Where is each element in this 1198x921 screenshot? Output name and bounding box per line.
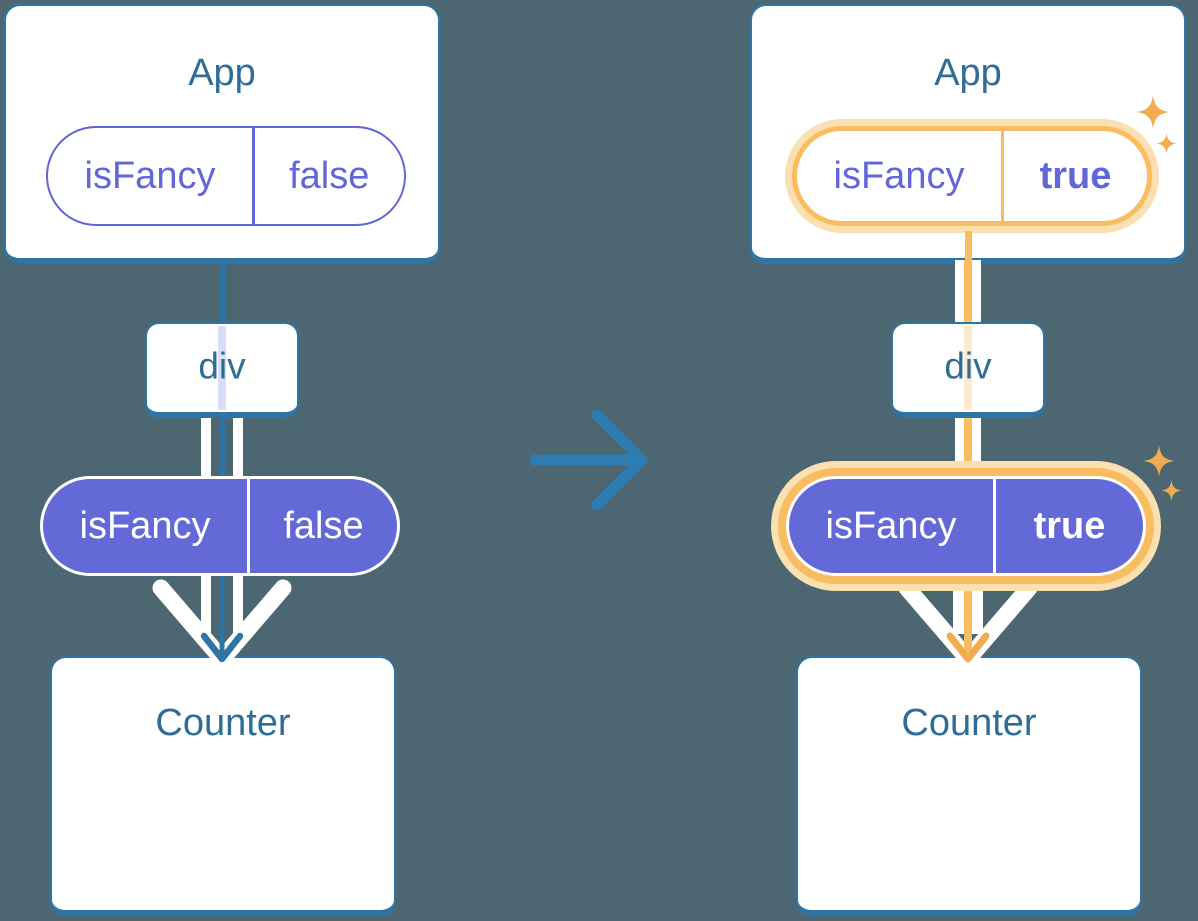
passed-prop-value: false xyxy=(283,504,364,547)
app-component-card: App isFancy false xyxy=(4,4,440,264)
prop-flow-arrow xyxy=(152,574,292,663)
app-to-div-thread xyxy=(955,260,981,324)
thread-center-line xyxy=(964,260,972,324)
sparkle-icon xyxy=(1143,445,1175,477)
thread-white-bar xyxy=(233,417,243,483)
counter-component-card: Counter count 3 xyxy=(50,656,396,916)
prop-thread-stripe xyxy=(218,326,226,410)
counter-title: Counter xyxy=(901,702,1037,744)
div-element-card: div xyxy=(891,322,1045,418)
counter-title: Counter xyxy=(155,702,291,744)
sparkle-icon xyxy=(1136,95,1170,129)
div-label: div xyxy=(944,345,992,387)
div-to-pill-thread xyxy=(0,417,452,483)
div-to-pill-thread xyxy=(955,417,981,483)
prop-thread-in-card xyxy=(964,231,972,263)
pill-divider xyxy=(1001,131,1004,221)
counter-component-card: Counter count 3 xyxy=(796,656,1142,916)
prop-name: isFancy xyxy=(84,154,216,197)
thread-center-line xyxy=(964,417,972,483)
app-title: App xyxy=(188,52,256,94)
prop-value: false xyxy=(289,154,370,197)
sparkle-icon xyxy=(1161,480,1182,501)
tree-after: App isFancy true div isFancy true xyxy=(746,0,1198,921)
passed-prop-name: isFancy xyxy=(825,504,957,547)
arrowhead-icon xyxy=(946,632,990,663)
div-element-card: div xyxy=(145,322,299,418)
thread-center-line xyxy=(219,417,225,483)
prop-pill-isfancy: isFancy false xyxy=(46,126,406,226)
thread-white-bar xyxy=(201,417,211,483)
prop-name: isFancy xyxy=(833,154,965,197)
passed-prop-name: isFancy xyxy=(79,504,211,547)
div-label: div xyxy=(198,345,246,387)
passed-prop-pill-highlighted: isFancy true xyxy=(786,476,1146,576)
arrowhead-icon xyxy=(200,632,244,663)
prop-thread-stripe xyxy=(964,326,972,410)
app-title: App xyxy=(934,52,1002,94)
prop-flow-arrow xyxy=(898,574,1038,663)
app-to-div-connector xyxy=(219,264,225,324)
pill-divider xyxy=(252,128,255,224)
app-component-card: App isFancy true xyxy=(750,4,1186,264)
sparkle-icon xyxy=(1156,133,1177,154)
tree-before: App isFancy false div isFancy false xyxy=(0,0,452,921)
pill-divider xyxy=(993,479,996,573)
passed-prop-pill: isFancy false xyxy=(40,476,400,576)
passed-prop-value: true xyxy=(1033,504,1106,547)
pill-divider xyxy=(247,479,250,573)
transition-arrow-icon xyxy=(529,409,648,511)
prop-value: true xyxy=(1039,154,1112,197)
prop-pill-isfancy-highlighted: isFancy true xyxy=(792,126,1152,226)
